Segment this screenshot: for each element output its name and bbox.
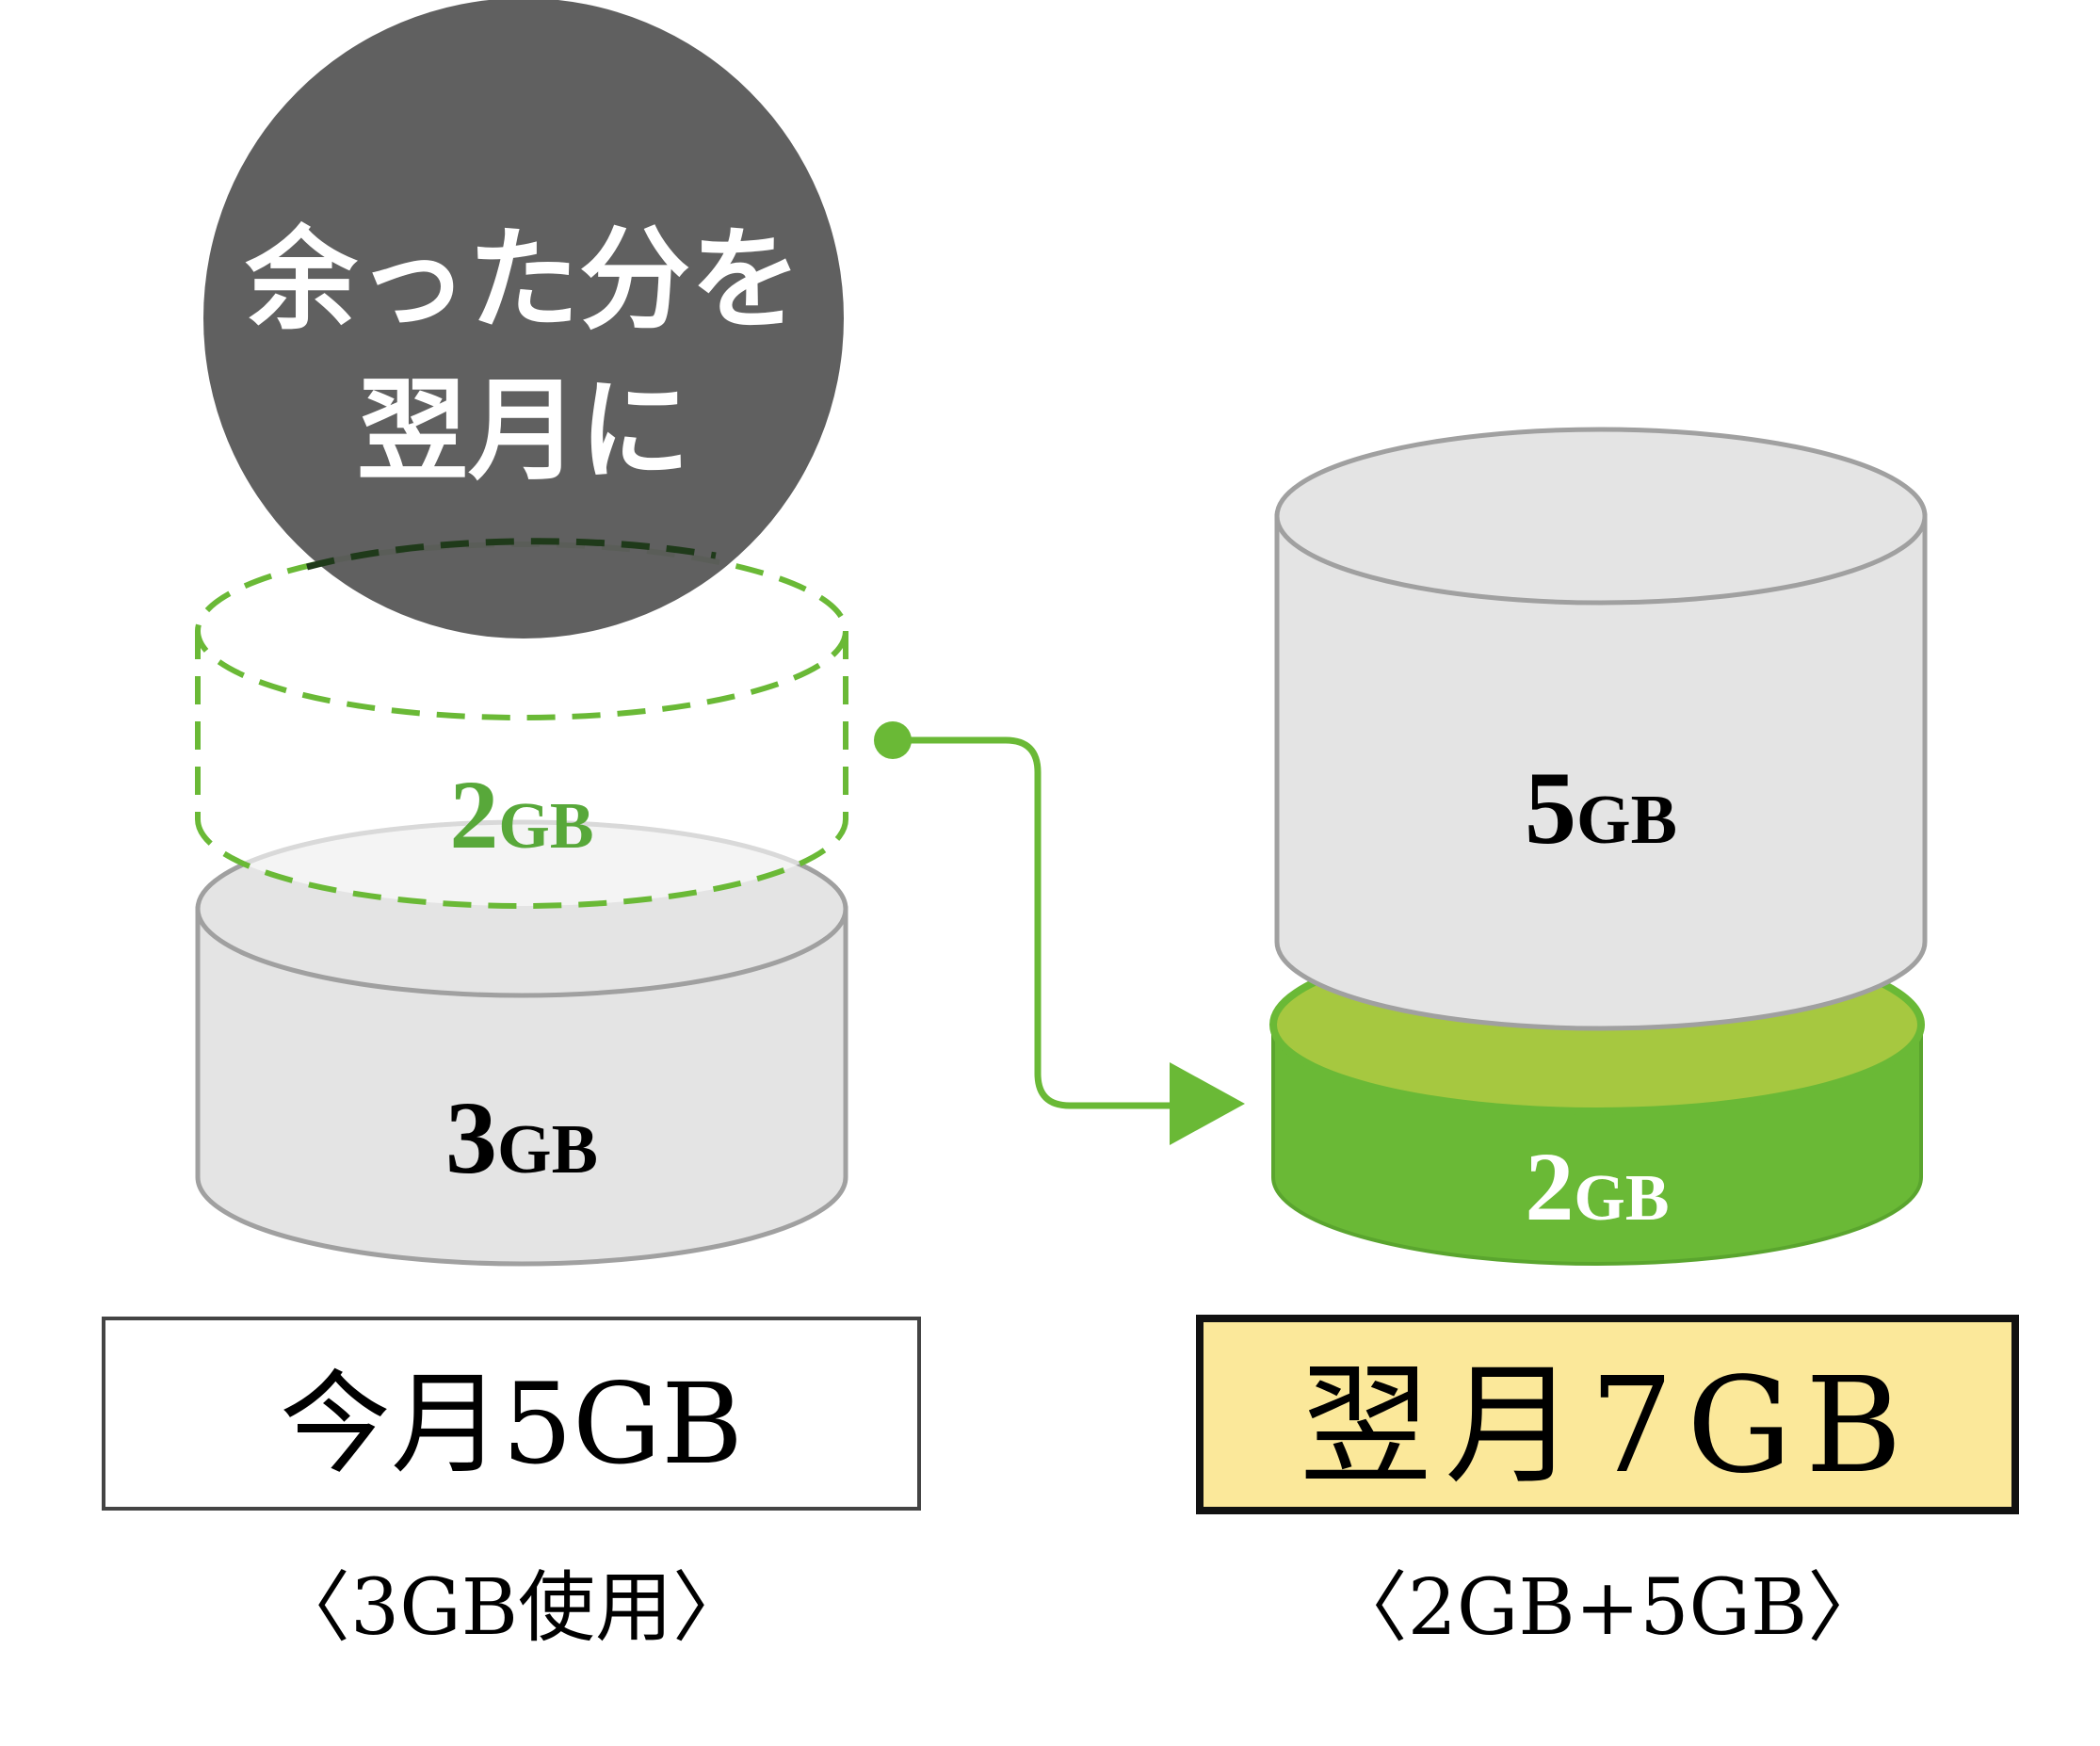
left-leftover-label: 2GB bbox=[449, 761, 593, 869]
this-month-box: 今月5GB bbox=[102, 1317, 921, 1511]
next-month-box: 翌月7GB bbox=[1196, 1315, 2019, 1514]
next-month-label: 翌月7GB bbox=[1300, 1350, 1915, 1503]
bubble-overlap-rim bbox=[306, 538, 717, 571]
arrow-right-icon bbox=[1170, 1062, 1245, 1145]
right-base-label: 5GB bbox=[1525, 751, 1677, 865]
next-month-caption: 〈2GB+5GB〉 bbox=[1330, 1563, 1885, 1653]
right-base-cylinder: 5GB bbox=[1274, 427, 1928, 1031]
this-month-label: 今月5GB bbox=[279, 1358, 744, 1489]
right-carried-label: 2GB bbox=[1525, 1133, 1669, 1241]
left-leftover-cylinder: 2GB bbox=[195, 542, 848, 909]
this-month-caption: 〈3GB使用〉 bbox=[273, 1563, 750, 1653]
carryover-connector bbox=[874, 721, 1245, 1145]
message-bubble: 余った分を 翌月に bbox=[203, 0, 844, 639]
left-used-label: 3GB bbox=[445, 1080, 598, 1195]
bubble-line-1: 余った分を bbox=[245, 219, 801, 343]
bubble-line-2: 翌月に bbox=[357, 370, 690, 493]
